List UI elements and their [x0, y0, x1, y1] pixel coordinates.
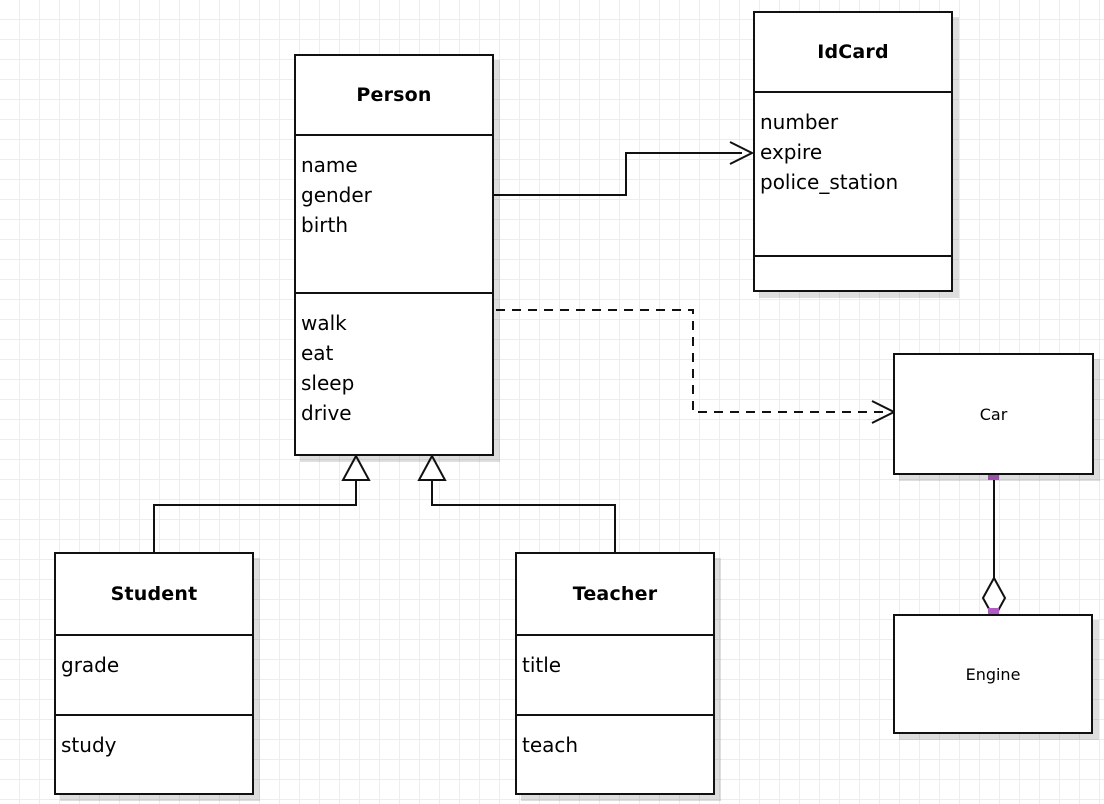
attribute-item: police_station	[760, 170, 899, 194]
attribute-item: name	[301, 153, 358, 177]
class-name-teacher: Teacher	[572, 583, 658, 605]
class-name-engine: Engine	[965, 664, 1021, 684]
class-attributes-compartment: grade	[56, 634, 252, 714]
class-methods-compartment	[755, 255, 951, 290]
class-box-engine[interactable]: Engine	[893, 614, 1093, 734]
class-title-compartment: Car	[895, 355, 1092, 473]
attribute-item: birth	[301, 213, 348, 237]
attribute-item: gender	[301, 183, 372, 207]
relation-person-idcard[interactable]	[494, 141, 755, 196]
method-item: drive	[301, 401, 352, 425]
method-item: eat	[301, 341, 334, 365]
class-name-car: Car	[979, 404, 1008, 424]
method-item: study	[61, 733, 117, 757]
class-title-compartment: Person	[296, 56, 492, 134]
class-attributes-compartment: number expire police_station	[755, 91, 951, 255]
class-box-idcard[interactable]: IdCard number expire police_station	[753, 11, 953, 292]
class-box-car[interactable]: Car	[893, 353, 1094, 475]
attribute-item: expire	[760, 140, 823, 164]
class-title-compartment: IdCard	[755, 13, 951, 91]
method-item: walk	[301, 311, 347, 335]
attribute-item: grade	[61, 653, 120, 677]
relation-teacher-person[interactable]	[417, 453, 616, 552]
class-attributes-compartment: name gender birth	[296, 134, 492, 292]
link-handle-engine[interactable]	[988, 608, 999, 619]
class-methods-compartment: study	[56, 714, 252, 793]
class-methods-compartment: teach	[517, 714, 713, 793]
attribute-item: title	[522, 653, 562, 677]
class-box-student[interactable]: Student grade study	[54, 552, 254, 795]
method-item: teach	[522, 733, 579, 757]
relation-student-person[interactable]	[153, 453, 371, 552]
method-item: sleep	[301, 371, 355, 395]
class-box-person[interactable]: Person name gender birth walk eat sleep …	[294, 54, 494, 456]
class-methods-compartment: walk eat sleep drive	[296, 292, 492, 454]
class-title-compartment: Teacher	[517, 554, 713, 634]
class-title-compartment: Student	[56, 554, 252, 634]
class-attributes-compartment: title	[517, 634, 713, 714]
class-title-compartment: Engine	[895, 616, 1091, 732]
class-box-teacher[interactable]: Teacher title teach	[515, 552, 715, 795]
relation-car-engine[interactable]	[981, 475, 1007, 621]
attribute-item: number	[760, 110, 839, 134]
class-name-person: Person	[356, 84, 432, 106]
class-name-idcard: IdCard	[817, 41, 889, 63]
class-name-student: Student	[110, 583, 198, 605]
relation-person-car[interactable]	[496, 309, 897, 424]
